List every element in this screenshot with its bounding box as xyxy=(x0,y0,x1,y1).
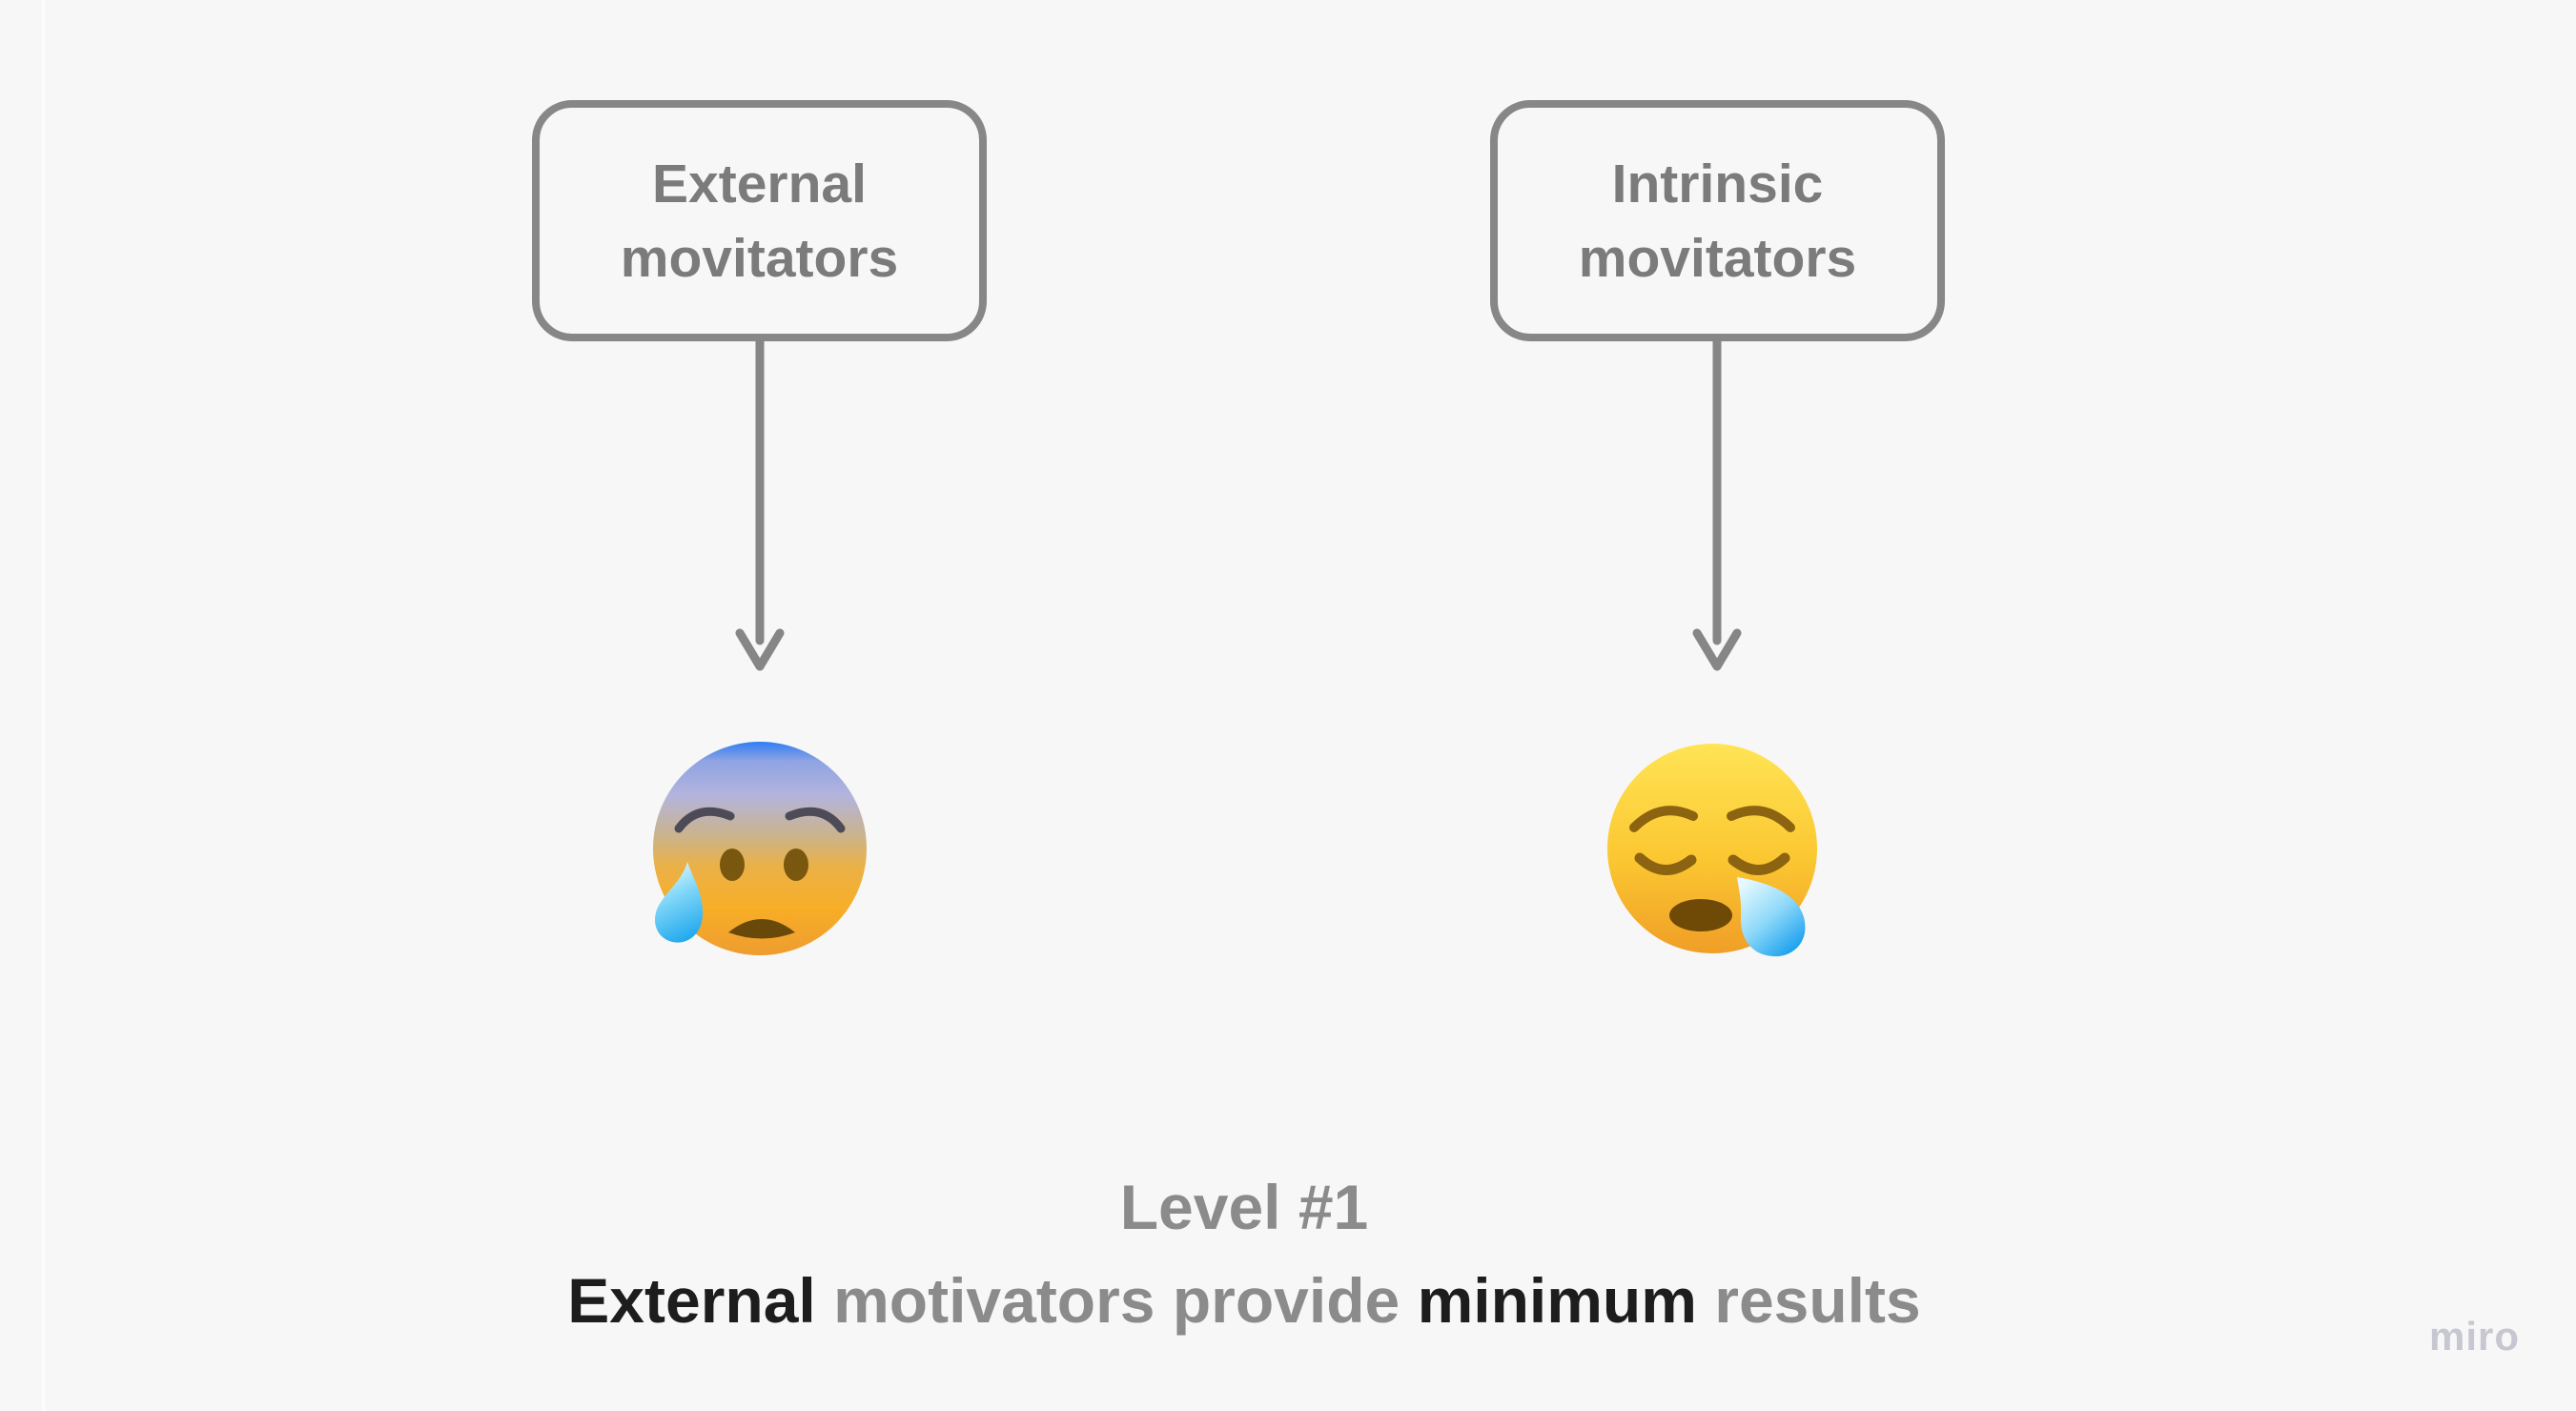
emoji-mouth xyxy=(1669,899,1732,931)
caption-segment: results xyxy=(1696,1265,1921,1336)
emoji-mouth xyxy=(728,919,795,939)
sleepy-face-emoji[interactable] xyxy=(1598,736,1836,974)
shape-label: Intrinsic movitators xyxy=(1579,147,1856,296)
shape-label-line2: movitators xyxy=(620,227,899,289)
caption-subtitle: External motivators provide minimum resu… xyxy=(434,1254,2055,1347)
caption-title: Level #1 xyxy=(1119,1172,1369,1242)
caption-text-block[interactable]: Level #1 External motivators provide min… xyxy=(434,1160,2055,1347)
emoji-right-eyebrow xyxy=(1727,806,1795,832)
shape-label: External movitators xyxy=(621,147,898,296)
emoji-left-eye xyxy=(720,849,745,881)
shape-intrinsic-motivators[interactable]: Intrinsic movitators xyxy=(1490,100,1945,341)
shape-label-line1: External xyxy=(652,153,867,215)
connector-arrow-down-right[interactable] xyxy=(1690,339,1744,671)
shape-external-motivators[interactable]: External movitators xyxy=(532,100,987,341)
emoji-sweat-drop xyxy=(654,862,704,943)
emoji-right-closed-eye xyxy=(1728,852,1790,875)
frame-edge-line xyxy=(42,0,45,1411)
connector-arrow-down-left[interactable] xyxy=(733,339,787,671)
emoji-left-closed-eye xyxy=(1634,852,1697,875)
caption-segment: motivators provide xyxy=(815,1265,1418,1336)
emoji-left-eyebrow xyxy=(674,807,735,833)
shape-label-line1: Intrinsic xyxy=(1611,153,1824,215)
miro-watermark[interactable]: miro xyxy=(2429,1314,2521,1359)
emoji-left-eyebrow xyxy=(1629,806,1698,832)
anxious-face-with-sweat-emoji[interactable] xyxy=(641,736,879,974)
emoji-right-eye xyxy=(784,849,808,881)
emoji-sleep-bubble xyxy=(1737,877,1806,957)
emoji-right-eyebrow xyxy=(785,807,846,833)
shape-label-line2: movitators xyxy=(1578,227,1857,289)
caption-segment: External xyxy=(567,1265,816,1336)
emoji-face xyxy=(653,742,867,955)
caption-segment: minimum xyxy=(1417,1265,1697,1336)
